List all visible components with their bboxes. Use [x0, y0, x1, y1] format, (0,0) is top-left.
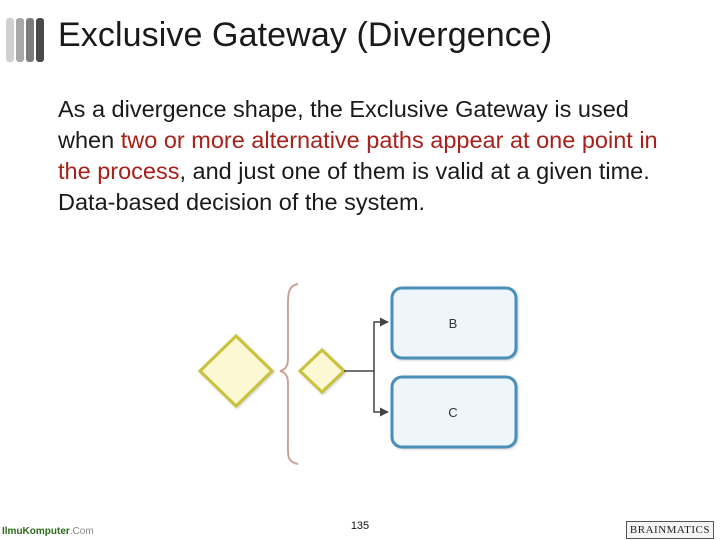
ilmukomputer-logo-domain: .Com — [69, 526, 94, 537]
task-c-box — [390, 375, 518, 449]
body-text-part1: As a divergence shape, the Exclusive Gat… — [58, 96, 629, 153]
title-decoration-bars — [0, 18, 52, 62]
exclusive-gateway-small — [297, 347, 347, 395]
exclusive-gateway-large — [197, 333, 275, 409]
body-text-highlight: two or more alternative paths appear at … — [58, 127, 658, 184]
task-b-box — [390, 286, 518, 360]
curly-bracket — [279, 283, 299, 465]
sequence-flow-to-c — [373, 371, 389, 417]
task-b-label: B — [449, 316, 458, 331]
ilmukomputer-logo-name: IlmuKomputer — [2, 526, 70, 537]
task-c-label: C — [448, 405, 457, 420]
gateway-divergence-diagram: B C — [197, 283, 518, 465]
slide-body-text: As a divergence shape, the Exclusive Gat… — [58, 94, 678, 218]
brainmatics-logo: BRAINMATICS — [625, 521, 714, 539]
ilmukomputer-logo: IlmuKomputer.Com — [2, 526, 94, 537]
slide-title: Exclusive Gateway (Divergence) — [58, 16, 553, 54]
page-number: 135 — [350, 520, 370, 532]
body-text-part2: , and just one of them is valid at a giv… — [58, 158, 650, 215]
sequence-flow-to-b — [344, 317, 389, 372]
